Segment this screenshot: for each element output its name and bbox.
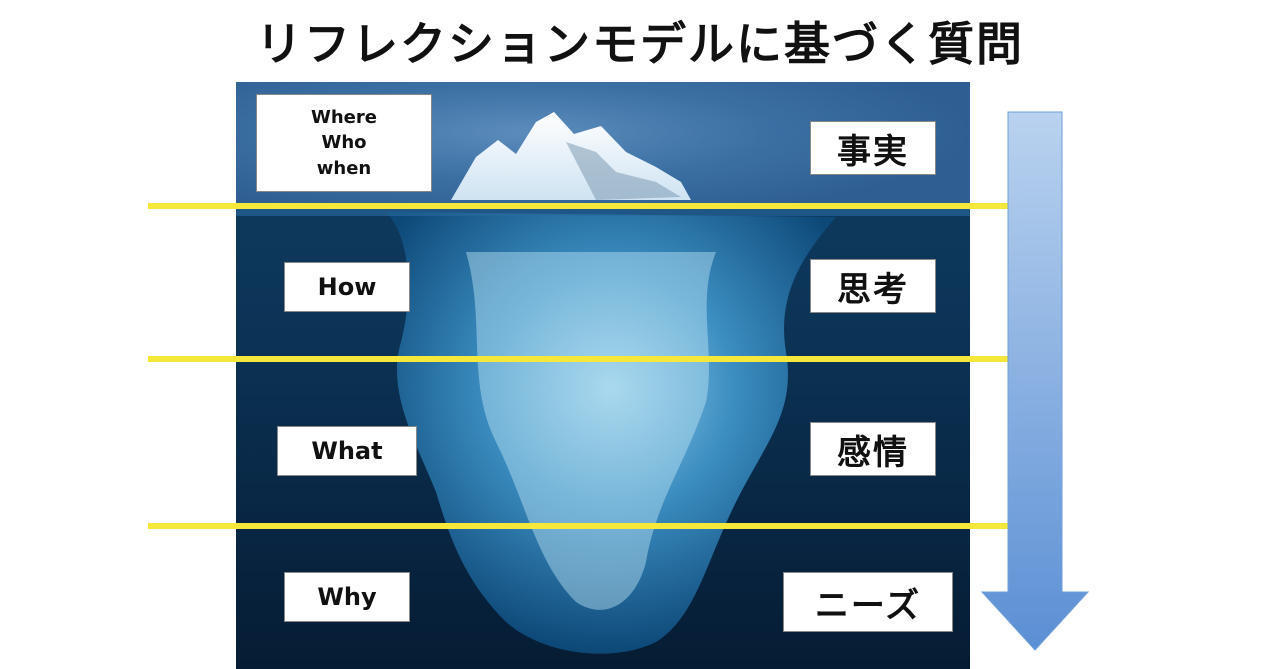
category-box-thinking: 思考: [810, 259, 936, 313]
question-when: when: [316, 157, 372, 179]
question-box-how: How: [284, 262, 410, 312]
page-title: リフレクションモデルに基づく質問: [256, 17, 1024, 71]
category-thinking: 思考: [837, 269, 909, 310]
layer-divider-2: [148, 356, 1008, 362]
category-emotion: 感情: [837, 432, 909, 473]
question-why: Why: [317, 583, 377, 611]
layer-divider-1: [148, 203, 1008, 209]
category-box-facts: 事実: [810, 121, 936, 175]
category-box-emotion: 感情: [810, 422, 936, 476]
category-needs: ニーズ: [814, 585, 922, 626]
question-box-why: Why: [284, 572, 410, 622]
question-box-what: What: [277, 426, 417, 476]
down-arrow-icon: [980, 111, 1090, 651]
question-what: What: [311, 437, 383, 465]
iceberg-illustration: [236, 112, 970, 654]
question-how: How: [317, 273, 377, 301]
layer-divider-3: [148, 523, 1008, 529]
category-box-needs: ニーズ: [783, 572, 953, 632]
question-who: Who: [321, 132, 367, 154]
question-box-facts: Where Who when: [256, 94, 432, 192]
category-facts: 事実: [837, 131, 909, 172]
question-where: Where: [311, 107, 377, 129]
